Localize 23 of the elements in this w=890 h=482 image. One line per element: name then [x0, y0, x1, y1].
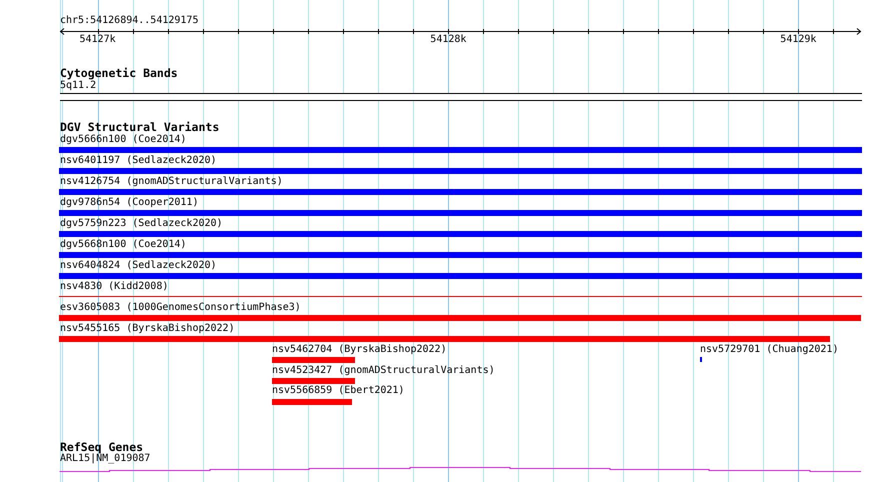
variant-label: dgv5668n100 (Coe2014) [60, 238, 186, 251]
track-heading: DGV Structural Variants [60, 121, 220, 134]
variant-label: nsv6404824 (Sedlazeck2020) [60, 260, 217, 272]
variant-label: nsv5566859 (Ebert2021) [272, 384, 404, 397]
tick-label: 54128k [430, 34, 466, 46]
variant-label: nsv4126754 (gnomADStructuralVariants) [60, 176, 283, 188]
variant-label: nsv5729701 (Chuang2021) [700, 344, 838, 356]
variant-label: nsv6401197 (Sedlazeck2020) [60, 154, 217, 167]
variant-label: nsv5462704 (ByrskaBishop2022) [272, 344, 447, 356]
track-heading: RefSeq Genes [60, 440, 144, 454]
tick-label: 54127k [80, 34, 116, 46]
variant-label: nsv4523427 (gnomADStructuralVariants) [272, 364, 495, 376]
band-label: 5q11.2 [60, 80, 96, 92]
variant-label: dgv5759n223 (Sedlazeck2020) [60, 218, 223, 230]
variant-label: nsv4830 (Kidd2008) [60, 280, 168, 293]
variant-label: dgv5666n100 (Coe2014) [60, 134, 186, 146]
variant-label: esv3605083 (1000GenomesConsortiumPhase3) [60, 302, 301, 314]
variant-label: nsv5455165 (ByrskaBishop2022) [60, 322, 235, 335]
variant-label: dgv9786n54 (Cooper2011) [60, 196, 198, 209]
gene-label: ARL15|NM_019087 [60, 452, 150, 465]
location-label: chr5:54126894..54129175 [60, 14, 198, 26]
track-heading: Cytogenetic Bands [60, 67, 178, 80]
tick-label: 54129k [780, 34, 816, 46]
